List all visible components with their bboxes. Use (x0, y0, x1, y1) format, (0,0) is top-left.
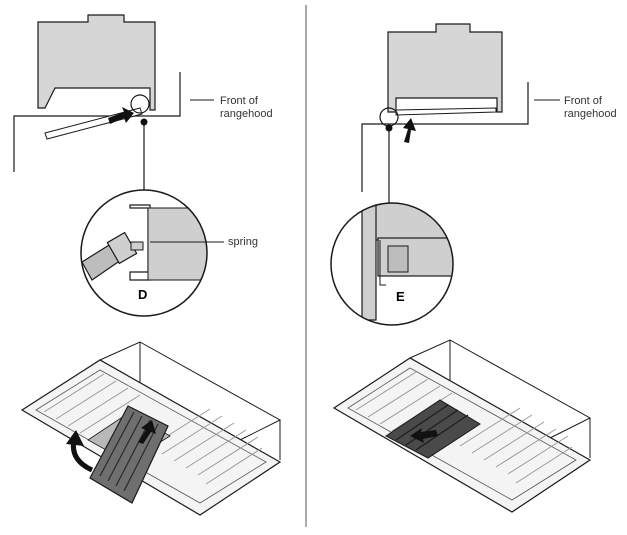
push-arrow-icon (403, 118, 416, 143)
front-of-rangehood-label-right: Front of rangehood (564, 95, 617, 120)
detail-callout-circle-d (130, 94, 150, 114)
front-of-rangehood-label-left: Front of rangehood (220, 95, 273, 120)
push-arrow-icon (108, 107, 134, 124)
rotate-arrow-icon (66, 430, 94, 473)
detail-e-label: E (396, 289, 405, 304)
filter-panel-lines (99, 411, 159, 492)
hood-side-view-left (13, 14, 214, 196)
detail-circle-d (80, 189, 208, 317)
grille-slats-right (355, 371, 573, 484)
detail-e (330, 202, 454, 326)
detail-d-label: D (138, 287, 148, 302)
filter-installed (395, 107, 497, 116)
filter-installed-lines (395, 404, 469, 451)
detail-d (80, 189, 224, 317)
filter-panel-installed (385, 399, 481, 459)
cabinet-outline-right (361, 82, 529, 192)
hood-side-view-right (361, 23, 560, 205)
callout-dot-e (385, 124, 393, 132)
spring-label: spring (228, 236, 258, 248)
slide-arrow-icon (410, 428, 438, 443)
cabinet-outline (13, 72, 181, 172)
callout-dot-d (140, 118, 148, 126)
hood-perspective-left (20, 341, 282, 516)
grille-slats-left (43, 373, 263, 485)
hood-perspective-right (332, 339, 592, 513)
slide-arrow-icon (138, 420, 156, 444)
detail-circle-e (330, 202, 454, 326)
